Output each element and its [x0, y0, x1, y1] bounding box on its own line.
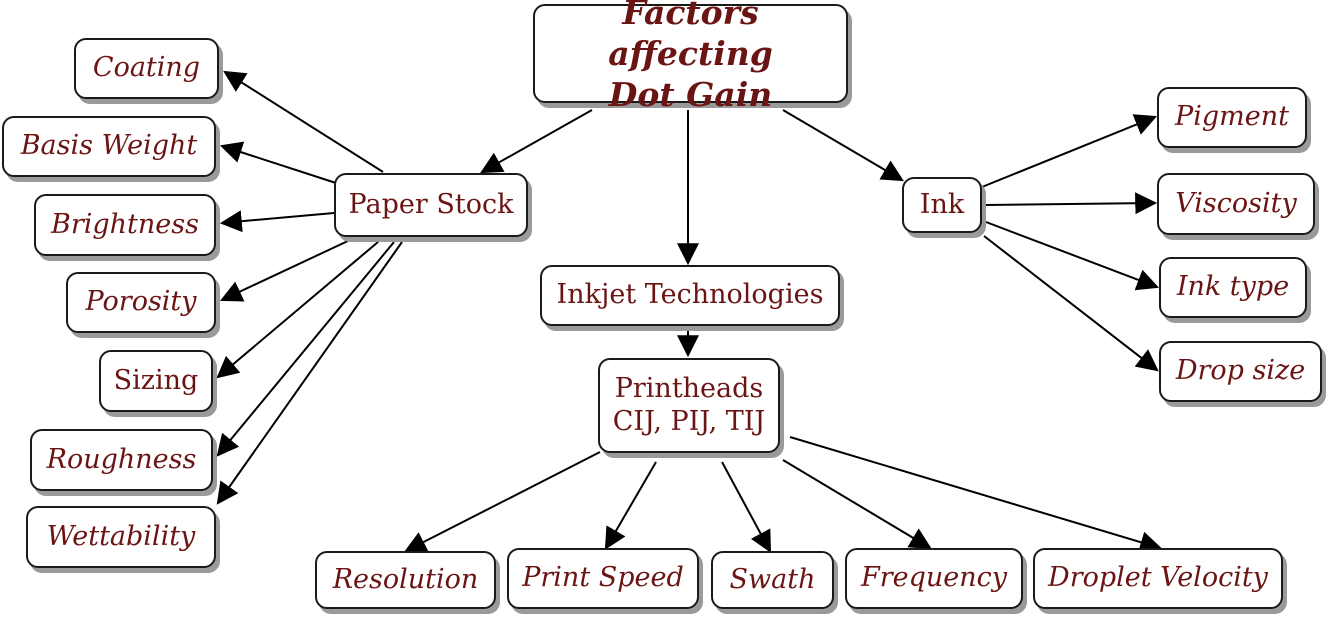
paper-item-label: Porosity: [85, 286, 197, 318]
ink-item-label: Viscosity: [1175, 187, 1297, 219]
paper-item-coating: Coating: [74, 38, 219, 99]
ink-item-label: Ink type: [1176, 271, 1290, 303]
arrow-paper-to-wettability: [216, 241, 403, 505]
paper-item-roughness: Roughness: [30, 429, 213, 491]
ink-item-label: Pigment: [1175, 101, 1289, 133]
ink-label: Ink: [919, 188, 965, 220]
paper-item-porosity: Porosity: [66, 272, 216, 333]
ink-item-label: Drop size: [1175, 355, 1306, 387]
arrow-root-to-paper-stock: [480, 109, 593, 174]
printhead-item-label: Swath: [729, 563, 816, 595]
paper-stock-node: Paper Stock: [334, 173, 528, 237]
paper-item-label: Roughness: [46, 443, 197, 475]
paper-item-label: Basis Weight: [20, 130, 198, 162]
printhead-item-label: Resolution: [332, 563, 479, 595]
arrow-ink-to-ink-type: [985, 221, 1160, 291]
printhead-item-label: Frequency: [860, 562, 1008, 594]
inkjet-technologies-label: Inkjet Technologies: [556, 279, 824, 311]
arrow-printheads-to-frequency: [782, 459, 932, 550]
paper-item-brightness: Brightness: [34, 194, 216, 256]
arrow-root-to-ink: [782, 109, 904, 182]
ink-item-viscosity: Viscosity: [1157, 173, 1315, 235]
paper-item-label: Sizing: [113, 364, 199, 396]
printhead-item-label: Print Speed: [522, 562, 684, 594]
printheads-node: Printheads CIJ, PIJ, TIJ: [598, 358, 780, 453]
arrow-paper-to-coating: [223, 70, 384, 173]
arrow-printheads-to-droplet-velocity: [789, 436, 1163, 553]
paper-stock-label: Paper Stock: [348, 188, 514, 220]
arrow-ink-to-drop-size: [983, 235, 1159, 372]
paper-item-wettability: Wettability: [26, 506, 216, 568]
printheads-label: Printheads CIJ, PIJ, TIJ: [612, 373, 766, 437]
ink-item-ink-type: Ink type: [1159, 257, 1307, 318]
paper-item-sizing: Sizing: [99, 350, 213, 412]
paper-item-label: Wettability: [46, 520, 196, 552]
paper-item-label: Brightness: [51, 208, 199, 240]
ink-node: Ink: [902, 177, 982, 233]
printhead-item-droplet-velocity: Droplet Velocity: [1033, 548, 1283, 609]
arrow-paper-to-sizing: [216, 241, 379, 379]
printhead-item-print-speed: Print Speed: [507, 548, 699, 609]
ink-item-pigment: Pigment: [1157, 87, 1307, 148]
paper-item-label: Coating: [92, 52, 201, 84]
inkjet-technologies-node: Inkjet Technologies: [540, 265, 840, 326]
arrow-printheads-to-print-speed: [604, 461, 657, 550]
printhead-item-swath: Swath: [711, 551, 834, 609]
arrow-paper-to-basis-weight: [219, 141, 337, 184]
root-node: Factors affecting Dot Gain: [533, 0, 848, 114]
arrow-printheads-to-resolution: [404, 451, 601, 552]
arrow-ink-to-pigment: [981, 114, 1158, 188]
arrow-paper-to-roughness: [216, 241, 395, 457]
printhead-item-label: Droplet Velocity: [1048, 562, 1268, 594]
arrow-paper-to-brightness: [219, 210, 335, 233]
arrow-printheads-to-swath: [721, 461, 772, 553]
printhead-item-resolution: Resolution: [315, 551, 496, 609]
paper-item-basis-weight: Basis Weight: [2, 116, 216, 177]
arrow-ink-to-viscosity: [985, 192, 1158, 215]
printhead-item-frequency: Frequency: [845, 548, 1023, 609]
ink-item-drop-size: Drop size: [1159, 341, 1322, 402]
arrow-paper-to-porosity: [220, 239, 351, 302]
root-label: Factors affecting Dot Gain: [608, 0, 773, 115]
